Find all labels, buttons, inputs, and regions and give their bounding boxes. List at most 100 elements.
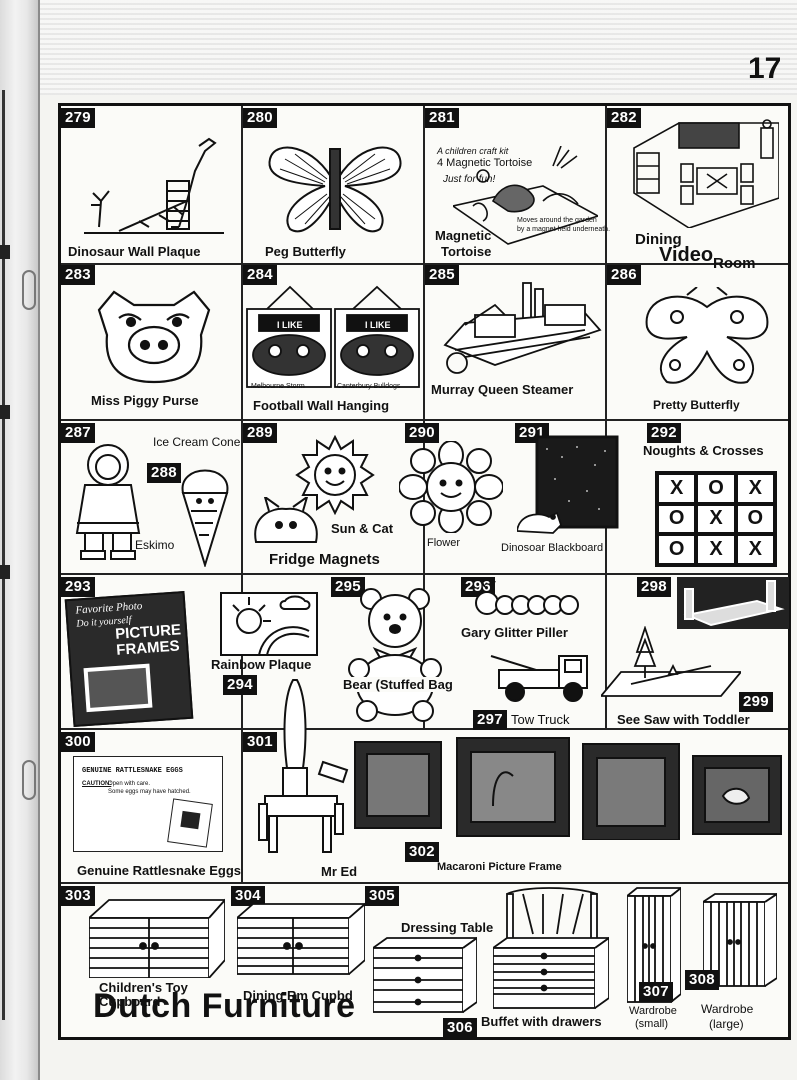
macaroni-frames-illustration [354,737,782,840]
page-number: 17 [748,52,782,85]
kit-note: A children craft kit [437,146,509,156]
ice-cream-cone-illustration [181,469,229,567]
banner-text: I LIKE [365,320,391,330]
item-caption: Wardrobe [629,1005,677,1017]
item-caption: Video [659,244,714,266]
piggy-purse-illustration [97,290,211,384]
item-295[interactable]: 295 Bear (Stuffed Bag [331,575,481,728]
binding-edge-line [2,90,5,1020]
item-caption: Noughts & Crosses [643,443,764,458]
board-square: O [737,505,773,533]
item-number: 303 [61,886,95,906]
item-caption: Sun & Cat [331,521,394,536]
item-299[interactable]: 299 See Saw with Toddler [601,626,788,728]
item-caption: Children's Toy [99,980,188,995]
item-307-308[interactable]: 307 Wardrobe (small) 308 Wardrobe (large… [623,884,788,1037]
item-291[interactable]: 291 Dinosoar Blackboard [501,421,619,573]
team-label: Canterbury Bulldogs [337,383,401,390]
item-289[interactable]: 289 Sun & Cat Fridge Magnets [243,421,423,573]
item-285[interactable]: 285 Murray Queen Steamer [425,265,605,419]
item-caption: Murray Queen Steamer [431,382,574,397]
catalogue-grid: 279 Dinosaur Wall Plaque 280 [58,103,791,1040]
peg-butterfly-illustration [268,146,402,233]
item-number: 279 [61,108,95,128]
item-281[interactable]: 281 A children craft kit 4 Magnetic Tort… [425,106,610,263]
item-number: 299 [739,692,773,712]
package-text: FRAMES [115,637,181,659]
item-caption: Cupboard [99,994,161,1009]
item-caption: Dining Rm Cupbd [243,988,353,1003]
row-divider [61,882,788,884]
item-caption: Mr Ed [321,864,358,879]
pretty-butterfly-illustration [645,287,769,384]
binding-hole [0,405,10,419]
dressing-table-illustration [373,936,477,1013]
item-number: 284 [243,265,277,285]
item-283[interactable]: 283 Miss Piggy Purse [61,265,241,419]
envelope-text: GENUINE RATTLESNAKE EGGS [82,767,183,775]
item-caption: (small) [635,1018,668,1030]
item-number: 301 [243,732,277,752]
item-282[interactable]: 282 Dining Video Room [607,106,788,271]
item-305-306[interactable]: 305 Dressing Table [365,884,623,1037]
football-wall-hanging-illustration [246,285,420,388]
item-number: 288 [147,463,181,483]
scan-noise-band [40,0,797,95]
item-302[interactable]: 302 Macaroni Picture Frame [351,730,788,882]
item-280[interactable]: 280 Peg Butterfly [243,106,423,263]
item-296[interactable]: 296 Gary Glitter Piller [461,575,788,728]
item-number: 292 [647,423,681,443]
item-301[interactable]: 301 Mr Ed [243,679,357,882]
cat-magnet-illustration [254,497,318,543]
item-caption: Pretty Butterfly [653,398,740,412]
binding-strip [0,0,40,1080]
item-number: 294 [223,675,257,695]
item-caption: Eskimo [135,538,175,552]
col-divider [423,106,425,728]
item-caption: (large) [709,1017,744,1031]
item-287[interactable]: 287 Eskimo Ice Cream Cone 288 [61,421,241,573]
rattlesnake-envelope: GENUINE RATTLESNAKE EGGS CAUTION: Open w… [73,756,223,852]
item-number: 290 [405,423,439,443]
item-304[interactable]: 304 Dining Rm Cupbd [231,884,371,1037]
item-303[interactable]: 303 Children's Toy Cupboard [61,884,231,1037]
tow-truck-illustration [490,655,588,702]
item-297[interactable]: 297 Tow Truck [461,646,601,730]
staple-clip [22,760,36,800]
item-298[interactable]: 298 [637,575,789,650]
item-number: 308 [685,970,719,990]
item-284[interactable]: 284 I LIKE I LIKE Melbourne Storm Canter… [243,265,423,419]
item-292[interactable]: 292 Noughts & Crosses X O X O X O O X X [607,421,788,573]
item-286[interactable]: 286 Pretty Butterfly [607,265,788,419]
item-number: 286 [607,265,641,285]
board-square: X [737,475,773,502]
item-number: 300 [61,732,95,752]
item-279[interactable]: 279 Dinosaur Wall Plaque [61,106,241,263]
section-title: Dutch Furniture [93,987,356,1025]
item-caption: Miss Piggy Purse [91,393,199,408]
toy-cupboard-illustration [89,898,225,978]
board-square: X [737,536,773,563]
item-caption: Football Wall Hanging [253,398,390,413]
item-caption: Rainbow Plaque [211,657,312,672]
item-290[interactable]: 290 Flower [399,421,515,573]
item-caption: Genuine Rattlesnake Eggs [77,863,241,878]
toy-bed-illustration [677,577,789,629]
item-number: 307 [639,982,673,1002]
glitter-caterpillar-illustration [475,581,579,615]
item-caption: See Saw with Toddler [617,712,750,727]
item-300[interactable]: 300 GENUINE RATTLESNAKE EGGS CAUTION: Op… [61,730,241,882]
item-caption: Buffet with drawers [481,1014,602,1029]
item-number: 302 [405,842,439,862]
item-caption: Tortoise [441,244,492,259]
steamer-illustration [443,282,602,374]
rainbow-plaque-illustration [220,592,318,656]
see-saw-illustration [601,626,741,697]
dining-room-illustration [633,119,779,228]
package-text: Favorite Photo [75,599,143,617]
item-number: 283 [61,265,95,285]
item-caption: Flower [427,537,461,549]
item-294[interactable]: Rainbow Plaque 294 [211,575,331,728]
item-caption: Magnetic [435,228,492,243]
item-293[interactable]: 293 Favorite Photo Do it yourself PICTUR… [61,575,241,728]
